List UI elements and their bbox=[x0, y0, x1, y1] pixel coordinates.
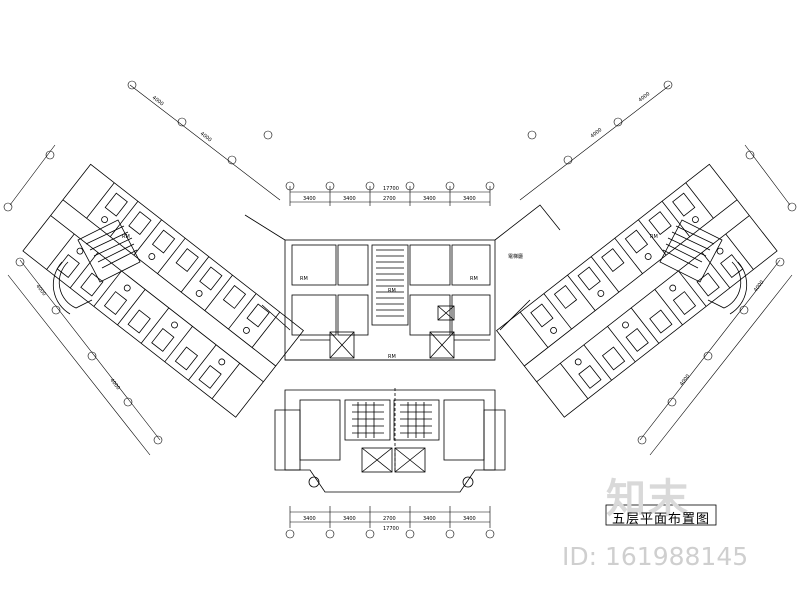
top-dimension-labels: 3400 3400 2700 3400 3400 17700 bbox=[303, 186, 476, 202]
bottom-dim-1: 3400 bbox=[303, 516, 316, 522]
room-tag-stair: RM bbox=[388, 288, 396, 294]
top-dim-4: 3400 bbox=[423, 196, 436, 202]
bottom-core bbox=[274, 388, 506, 493]
top-dim-total: 17700 bbox=[383, 186, 399, 192]
top-dim-3: 2700 bbox=[383, 196, 396, 202]
left-wing-dimension-labels: 4000 4000 4000 4000 bbox=[34, 95, 212, 391]
top-dim-1: 3400 bbox=[303, 196, 316, 202]
room-tag-core-left: RM bbox=[300, 276, 308, 282]
right-dim-4: 4000 bbox=[679, 374, 692, 388]
top-dim-2: 3400 bbox=[343, 196, 356, 202]
title-frame bbox=[605, 504, 717, 526]
top-dim-5: 3400 bbox=[463, 196, 476, 202]
drawing-title: 五层平面布置图 bbox=[612, 512, 711, 527]
left-dim-4: 4000 bbox=[108, 378, 121, 392]
watermark-id: ID: 161988145 bbox=[562, 542, 749, 571]
bottom-dim-total: 17700 bbox=[383, 526, 399, 532]
right-wing-dimension-chain bbox=[519, 80, 797, 456]
lift-lobby-label: 電梯廳 bbox=[508, 253, 523, 260]
bottom-dim-4: 3400 bbox=[423, 516, 436, 522]
left-dim-2: 4000 bbox=[199, 131, 213, 144]
room-tag-core-right: RM bbox=[470, 276, 478, 282]
left-dim-1: 4000 bbox=[151, 95, 165, 108]
bottom-dim-2: 3400 bbox=[343, 516, 356, 522]
bottom-dimension-labels: 3400 3400 2700 3400 3400 17700 bbox=[303, 516, 476, 532]
right-wing bbox=[496, 163, 778, 418]
bottom-dim-3: 2700 bbox=[383, 516, 396, 522]
room-tags: RM RM RM RM RM RM 電梯廳 bbox=[122, 234, 658, 360]
left-wing bbox=[22, 163, 304, 418]
right-dim-1: 4000 bbox=[638, 91, 652, 104]
right-stair-tower bbox=[659, 219, 748, 315]
left-dim-3: 4000 bbox=[34, 284, 47, 298]
left-stair-tower bbox=[52, 219, 141, 315]
top-dimension-chain bbox=[285, 181, 495, 206]
bottom-dim-5: 3400 bbox=[463, 516, 476, 522]
watermark-logo: 知末 bbox=[606, 476, 690, 522]
left-wing-dimension-chain bbox=[3, 80, 281, 456]
room-tag-right-1: RM bbox=[650, 234, 658, 240]
room-tag-core: RM bbox=[388, 354, 396, 360]
bottom-dimension-chain bbox=[285, 506, 495, 539]
room-tag-left-1: RM bbox=[122, 234, 130, 240]
central-core bbox=[284, 239, 496, 361]
